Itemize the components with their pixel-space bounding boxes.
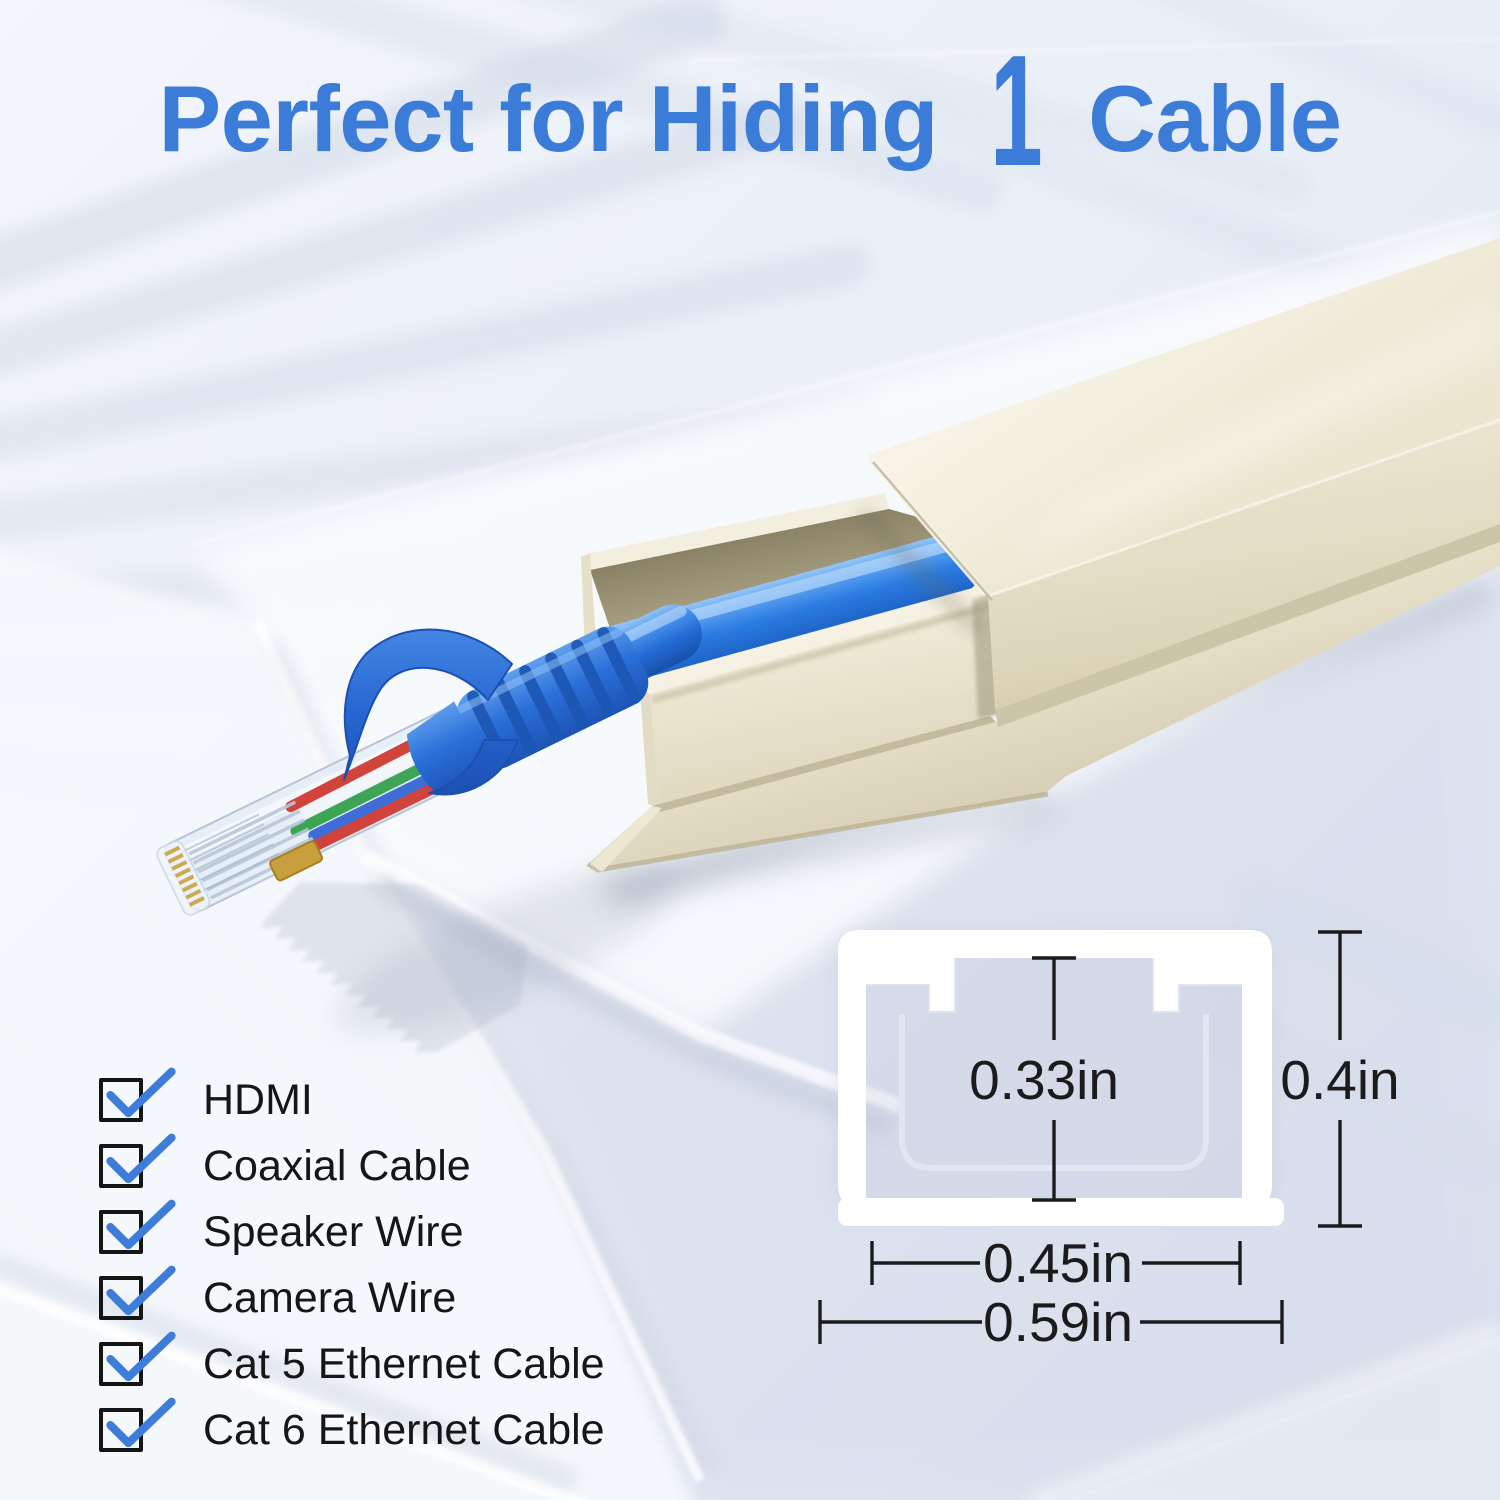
- checkbox-icon: [99, 1067, 176, 1122]
- channel-front-wall: [650, 599, 999, 808]
- profile-shape: [834, 928, 1284, 1226]
- checklist-item: Speaker Wire: [99, 1199, 605, 1256]
- check-mark-icon: [106, 1133, 176, 1184]
- title-suffix: Cable: [1088, 66, 1342, 171]
- raceway-cover-top: [867, 238, 1500, 596]
- dimension-outer-width: 0.59in: [983, 1291, 1133, 1353]
- title-count: 1: [990, 23, 1043, 199]
- checkbox-icon: [99, 1265, 176, 1320]
- boot-collar: [456, 626, 649, 770]
- checklist-item-label: Cat 5 Ethernet Cable: [203, 1339, 605, 1388]
- checklist-item-label: Coaxial Cable: [203, 1141, 471, 1190]
- checklist-item: HDMI: [99, 1067, 605, 1124]
- checklist-item: Cat 5 Ethernet Cable: [99, 1331, 605, 1388]
- checklist-item-label: HDMI: [203, 1075, 313, 1124]
- raceway-base: [588, 538, 1500, 870]
- profile-base-plate: [838, 1198, 1284, 1226]
- channel-back-wall-top: [586, 493, 889, 570]
- raceway-cover-front: [988, 420, 1500, 710]
- boot-jaw: [426, 739, 520, 796]
- check-mark-icon: [106, 1265, 176, 1316]
- checkbox-icon: [99, 1199, 176, 1254]
- check-mark-icon: [106, 1199, 176, 1250]
- checkbox-icon: [99, 1331, 176, 1386]
- checklist-item-label: Cat 6 Ethernet Cable: [203, 1405, 605, 1454]
- dimension-inner-height: 0.33in: [969, 1049, 1119, 1111]
- check-mark-icon: [106, 1397, 176, 1448]
- page-title: Perfect for Hiding 1 Cable: [0, 7, 1500, 199]
- checklist-item: Camera Wire: [99, 1265, 605, 1322]
- rj45-connector: [156, 705, 490, 916]
- check-mark-icon: [106, 1067, 176, 1118]
- checklist-item-label: Camera Wire: [203, 1273, 457, 1322]
- raceway-cover-lip: [995, 524, 1500, 727]
- cable-raceway: [581, 238, 1500, 873]
- dimension-inner-width: 0.45in: [983, 1232, 1133, 1294]
- checkbox-icon: [99, 1397, 176, 1452]
- supported-cables-checklist: HDMI Coaxial Cable Speaker Wire: [99, 1067, 605, 1454]
- gold-contact: [269, 840, 324, 882]
- ethernet-cable-assembly: [156, 604, 702, 916]
- boot-hook: [343, 628, 513, 781]
- check-mark-icon: [106, 1331, 176, 1382]
- title-prefix: Perfect for Hiding: [158, 66, 939, 171]
- boot-hook-group: [343, 628, 520, 796]
- dimension-lines: [818, 930, 1362, 1344]
- checklist-item-label: Speaker Wire: [203, 1207, 464, 1256]
- cross-section-diagram: [818, 928, 1362, 1344]
- checklist-item: Coaxial Cable: [99, 1133, 605, 1190]
- checkbox-icon: [99, 1133, 176, 1188]
- dimension-outer-height: 0.4in: [1280, 1049, 1400, 1111]
- channel-front-wall-lip: [645, 584, 992, 694]
- checklist-item: Cat 6 Ethernet Cable: [99, 1397, 605, 1454]
